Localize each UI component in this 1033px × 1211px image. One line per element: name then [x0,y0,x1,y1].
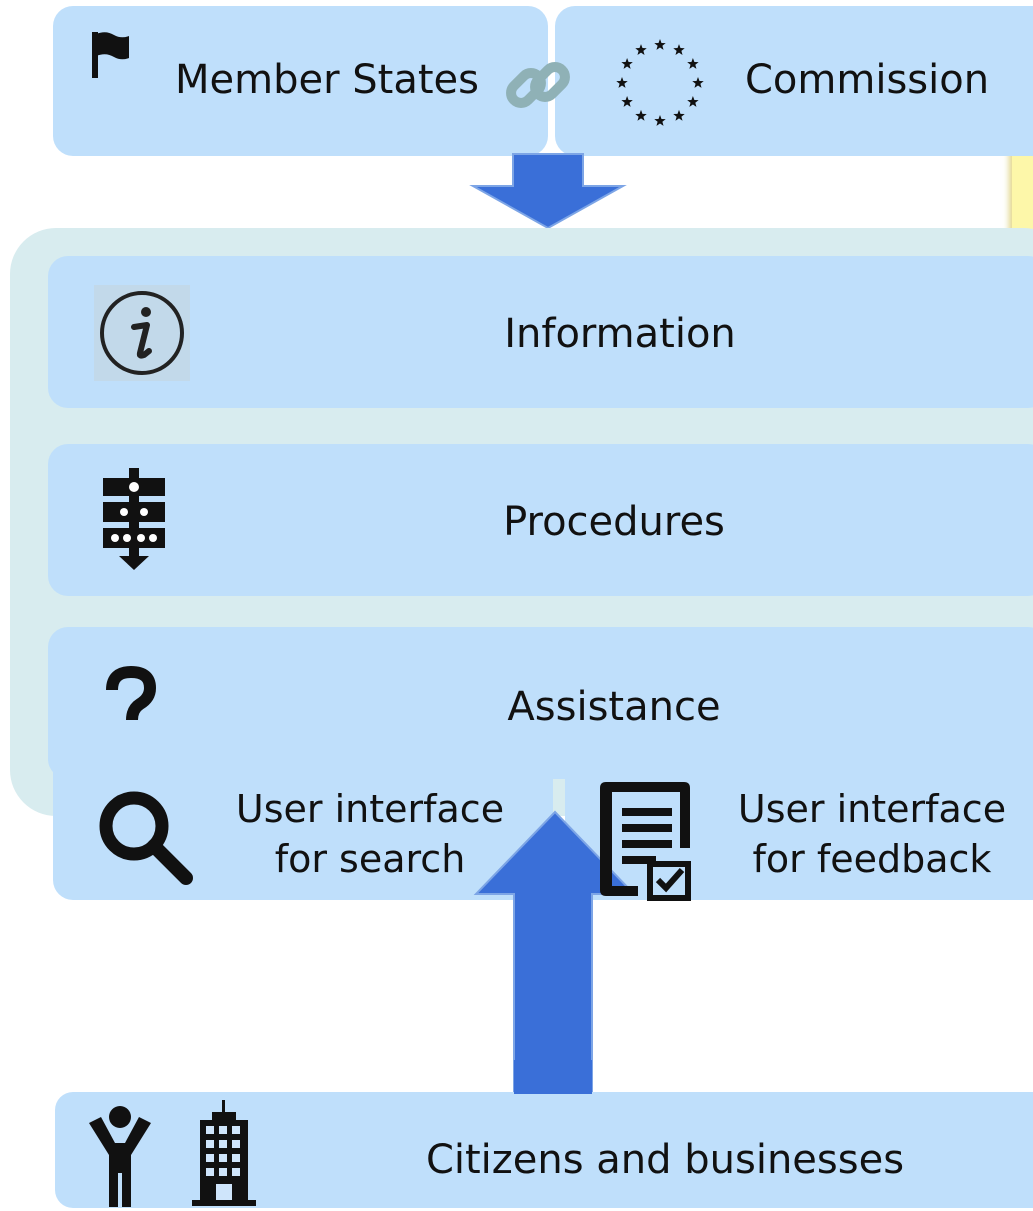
eu-star [635,109,647,121]
eu-star [654,39,666,50]
procedures-label: Procedures [503,499,725,545]
chain-link-icon [506,62,570,108]
member-states-box [53,6,548,156]
procedures-box [48,444,1033,596]
feedback-interface-label-line1: User interface [737,787,1007,831]
member-states-label: Member States [175,57,479,103]
information-icon [94,285,190,381]
search-interface-label-line2: for search [274,837,466,881]
down-arrow [469,153,627,230]
person-icon [89,1106,151,1207]
magnifier-icon [99,791,193,885]
eu-star [654,115,666,126]
eu-star [673,44,685,55]
commission-box [555,6,1033,156]
eu-star [616,77,628,88]
up-arrow-stem [514,1060,592,1094]
search-interface-box [53,728,553,900]
procedure-flow-icon [103,468,165,570]
flag-icon [92,32,129,78]
eu-star [621,96,633,107]
users-label: Citizens and businesses [425,1137,905,1183]
building-icon [192,1100,256,1206]
feedback-form-icon [600,782,691,901]
eu-star [692,77,704,88]
eu-star [687,96,699,107]
information-label: Information [504,311,736,357]
search-interface-label-line1: User interface [235,787,505,831]
information-box [48,256,1033,408]
feedback-interface-label-line2: for feedback [752,837,992,881]
eu-star [687,58,699,69]
assistance-label: Assistance [507,684,721,730]
eu-star [673,109,685,121]
eu-star [635,44,647,55]
eu-star [621,58,633,69]
eu-stars-icon [616,39,704,126]
commission-label: Commission [745,57,990,103]
